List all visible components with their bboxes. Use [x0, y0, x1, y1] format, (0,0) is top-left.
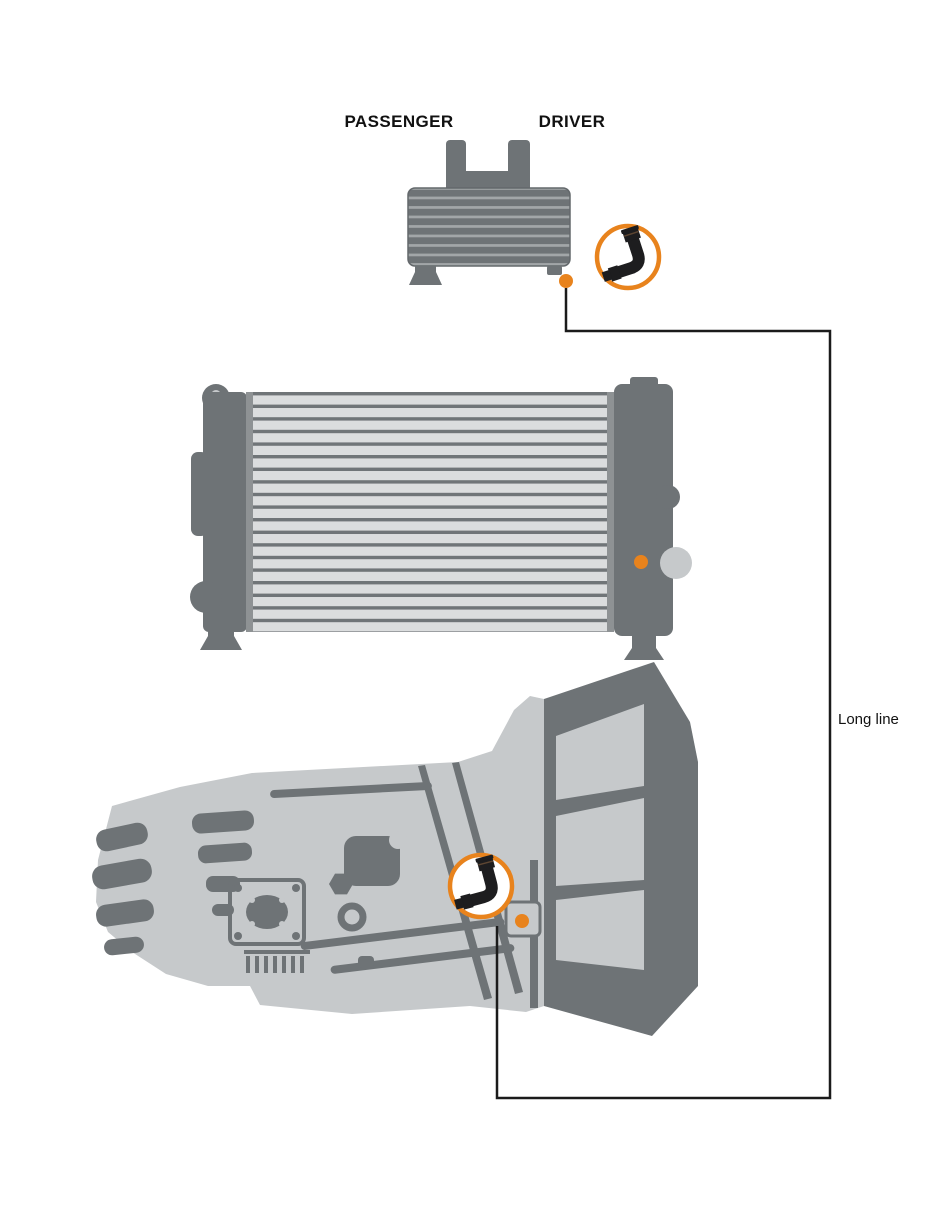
pan-tick [300, 956, 304, 973]
top-rib [270, 781, 432, 799]
flange-bolt [292, 932, 300, 940]
pump-oval [246, 895, 288, 929]
radiator-right-foot [624, 634, 664, 660]
pan-rail [244, 950, 310, 954]
long-line-label: Long line [838, 711, 899, 728]
cooler-body [407, 187, 571, 267]
radiator-port-dot [634, 555, 648, 569]
pan-tick [255, 956, 259, 973]
pan-tick [282, 956, 286, 973]
rib-long-2 [330, 944, 515, 974]
transmission-body [96, 696, 544, 1014]
case-boss [344, 836, 400, 886]
radiator-left-bracket [191, 452, 208, 536]
bolt-dot [279, 897, 285, 903]
transmission-fitting-callout [445, 854, 515, 920]
radiator-left-foot [200, 620, 242, 650]
bolt-dot [249, 897, 255, 903]
radiator [190, 377, 692, 660]
radiator-drain [190, 581, 222, 613]
case-slot-1 [191, 810, 255, 834]
cooler-tab-bar [446, 171, 530, 191]
pan-tick [291, 956, 295, 973]
flange-bolt [292, 884, 300, 892]
round-boss [337, 902, 367, 932]
case-boss-notch [389, 831, 407, 849]
radiator-core [246, 392, 614, 632]
driver-label: DRIVER [539, 112, 606, 131]
cone-band-2 [556, 798, 644, 886]
bellhousing-slot-4 [104, 936, 144, 956]
cooler-foot-left [409, 266, 442, 285]
passenger-label: PASSENGER [344, 112, 453, 131]
radiator-core-left-header [246, 392, 253, 632]
hex-plug [329, 873, 353, 895]
cone-band-1 [556, 704, 644, 800]
cooler-foot-right [547, 266, 562, 275]
bellhousing-slot-1 [96, 822, 148, 852]
cone-band-3 [556, 890, 644, 970]
radiator-left-tank [203, 392, 247, 632]
flange-bolt [234, 884, 242, 892]
bellhousing-slot-3 [96, 899, 154, 927]
bellhousing-slot-2 [92, 858, 152, 890]
cooler-fitting-callout [591, 225, 662, 291]
radiator-right-bump [656, 485, 680, 509]
bolt-dot [279, 921, 285, 927]
flange-bolt [234, 932, 242, 940]
radiator-right-tank [614, 384, 673, 636]
pump-flange [228, 878, 306, 946]
pan-tick [264, 956, 268, 973]
transmission [92, 662, 698, 1036]
radiator-outlet-knob [660, 547, 692, 579]
bolt-dot [249, 921, 255, 927]
cooler-port-dot [559, 274, 573, 288]
pan-tick [273, 956, 277, 973]
case-slot-2 [197, 842, 253, 864]
pan-tick [246, 956, 250, 973]
rib-long-1 [300, 917, 505, 950]
long-line-routing [495, 288, 832, 1100]
radiator-core-right-header [607, 392, 614, 632]
pan-boss [358, 956, 374, 968]
transmission-cooler [407, 140, 573, 288]
transmission-port-dot [515, 914, 529, 928]
